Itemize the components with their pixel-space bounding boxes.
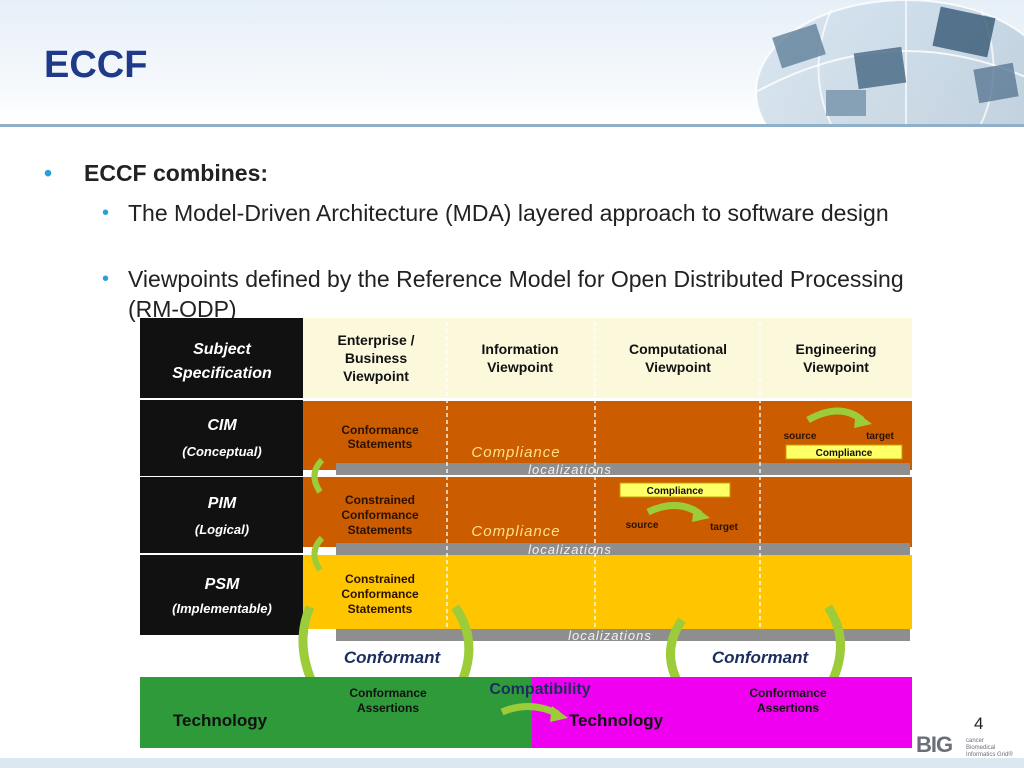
right-assertions-line1: Conformance: [749, 686, 827, 700]
cim-sublabel: (Conceptual): [182, 444, 261, 459]
cim-label-cell: [140, 400, 303, 476]
psm-sublabel: (Implementable): [172, 601, 272, 616]
pim-label-cell: [140, 477, 303, 553]
globe-graphic-icon: [755, 0, 1024, 124]
cim-compliance-box: [785, 444, 903, 460]
conformant-left-arc-b: [451, 604, 474, 688]
psm-statements-line3: Statements: [348, 602, 413, 616]
technology-right-band: [532, 677, 912, 748]
eccf-diagram: Subject Specification Enterprise / Busin…: [140, 318, 912, 748]
pim-statements-line2: Conformance: [341, 508, 419, 522]
conformant-right-arc-a: [666, 617, 686, 689]
psm-band: [303, 555, 912, 629]
conformant-left-label: Conformant: [344, 648, 442, 667]
psm-label: PSM: [205, 576, 240, 593]
pim-localizations-label: localizations: [528, 542, 612, 557]
cim-pim-left-arrow: [311, 457, 325, 494]
psm-statements-line2: Conformance: [341, 587, 419, 601]
cim-localizations-label: localizations: [528, 462, 612, 477]
compatibility-arrowhead: [550, 706, 568, 722]
cim-compliance-box-label: Compliance: [816, 448, 873, 459]
bullet-dot: •: [102, 268, 110, 290]
corner-header-line1: Subject: [193, 341, 251, 358]
conformant-right-arc-b: [824, 604, 845, 689]
pim-statements-line1: Constrained: [345, 493, 415, 507]
technology-right-label: Technology: [569, 711, 664, 730]
pim-compliance-label: Compliance: [471, 523, 560, 540]
bullet-dot: •: [102, 202, 110, 224]
cabig-logo: BIG cancer Biomedical Informatics Grid®: [916, 732, 1016, 760]
cim-localizations-bar: [336, 463, 910, 475]
pim-localizations-bar: [336, 543, 910, 555]
pim-source-label: source: [626, 520, 659, 531]
pim-target-label: target: [710, 522, 738, 533]
pim-label: PIM: [208, 495, 237, 512]
conformant-left-arc-a: [298, 605, 317, 684]
logo-caption: cancer Biomedical Informatics Grid®: [966, 738, 1013, 758]
viewpoint-engineering-line2: Viewpoint: [803, 359, 869, 375]
pim-compliance-box-label: Compliance: [647, 486, 704, 497]
sub-bullet-mda: • The Model-Driven Architecture (MDA) la…: [102, 200, 889, 226]
pim-psm-left-arrow: [311, 535, 325, 572]
technology-left-label: Technology: [173, 711, 268, 730]
conformant-right-label: Conformant: [712, 648, 810, 667]
viewpoint-computational-line2: Viewpoint: [645, 359, 711, 375]
left-assertions-line1: Conformance: [349, 686, 427, 700]
cim-engineering-arrowhead: [854, 412, 872, 428]
viewpoint-information-line1: Information: [482, 341, 559, 357]
cim-label: CIM: [207, 417, 237, 434]
psm-label-cell: [140, 555, 303, 635]
cim-target-label: target: [866, 431, 894, 442]
cim-statements-line1: Conformance: [341, 423, 419, 437]
cim-source-label: source: [784, 431, 817, 442]
page-number: 4: [974, 714, 984, 733]
psm-localizations-bar: [336, 629, 910, 641]
header-divider: [0, 124, 1024, 127]
pim-sublabel: (Logical): [195, 522, 249, 537]
viewpoint-information-line2: Viewpoint: [487, 359, 553, 375]
corner-header-cell: [140, 318, 303, 398]
viewpoint-enterprise-line3: Viewpoint: [343, 368, 409, 384]
logo-text: BIG: [916, 732, 953, 757]
pim-compliance-box: [619, 482, 731, 498]
psm-localizations-label: localizations: [568, 628, 652, 643]
right-assertions-line2: Assertions: [757, 701, 819, 715]
cim-statements-line2: Statements: [348, 437, 413, 451]
compatibility-label: Compatibility: [489, 681, 590, 698]
footer-band: [0, 758, 1024, 768]
viewpoint-engineering-line1: Engineering: [796, 341, 877, 357]
slide-title: ECCF: [44, 44, 148, 86]
psm-statements-line1: Constrained: [345, 572, 415, 586]
viewpoint-enterprise-line1: Enterprise /: [337, 332, 414, 348]
technology-left-band: [140, 677, 532, 748]
sub-bullet-rmodp: • Viewpoints defined by the Reference Mo…: [102, 266, 904, 322]
pim-band: [303, 477, 912, 547]
column-separators: [446, 322, 761, 629]
cim-compliance-label: Compliance: [471, 444, 560, 461]
viewpoint-enterprise-line2: Business: [345, 350, 407, 366]
pim-statements-line3: Statements: [348, 523, 413, 537]
pim-computational-arrowhead: [692, 506, 710, 522]
viewpoint-computational-line1: Computational: [629, 341, 727, 357]
left-assertions-line2: Assertions: [357, 701, 419, 715]
bullet-dot: •: [44, 160, 53, 186]
corner-header-line2: Specification: [172, 365, 272, 382]
